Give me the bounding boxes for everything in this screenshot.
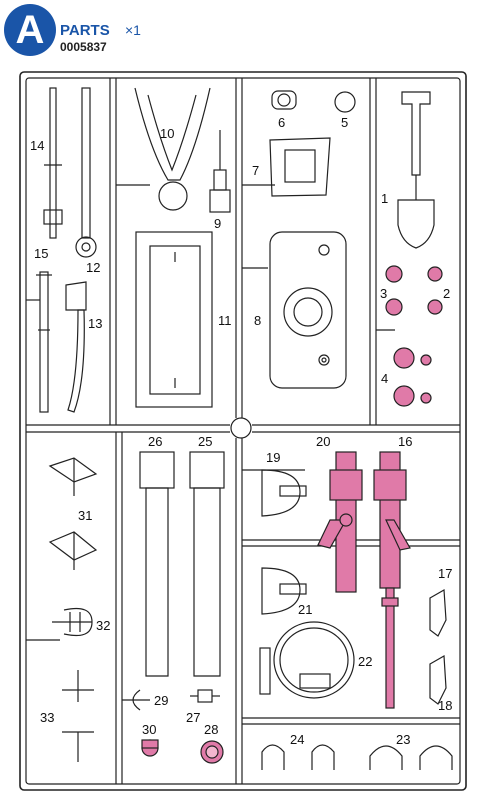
part-27-valve [190,689,220,703]
part-3-discs [385,265,403,316]
label-2: 2 [443,286,450,301]
part-20-gun-body [317,451,363,593]
parts-header: A PARTS ×1 0005837 [0,0,486,60]
label-29: 29 [154,693,168,708]
label-11: 11 [218,313,232,328]
sprue-frame [19,71,467,791]
part-24-uclips [261,744,335,770]
label-9: 9 [214,216,221,231]
label-8: 8 [254,313,261,328]
part-14-rod [43,87,63,239]
part-10-slingshot [134,87,211,211]
part-4-balls [393,347,432,407]
label-1: 1 [381,191,388,206]
label-27: 27 [186,710,200,725]
part-5-disc [334,91,356,113]
part-28-cap [200,740,224,764]
label-15: 15 [34,246,48,261]
part-18-plate [429,655,447,705]
label-22: 22 [358,654,372,669]
label-17: 17 [438,566,452,581]
label-3: 3 [380,286,387,301]
part-code: 0005837 [60,40,107,54]
part-labels: 1 2 3 4 5 6 7 8 9 10 11 12 13 14 15 16 1… [30,115,452,747]
part-26-tube [139,451,175,677]
label-31: 31 [78,508,92,523]
sprue-letter-badge: A [4,4,56,56]
label-24: 24 [290,732,304,747]
part-9-tool [209,130,231,213]
part-2-knobs [427,266,443,315]
part-29-hook [132,689,141,711]
part-23-uclips [369,745,453,770]
part-6-cap [271,90,297,110]
label-19: 19 [266,450,280,465]
part-11-frame [135,231,213,408]
label-21: 21 [298,602,312,617]
label-30: 30 [142,722,156,737]
label-12: 12 [86,260,100,275]
label-20: 20 [316,434,330,449]
part-15-bar [36,271,52,413]
label-25: 25 [198,434,212,449]
label-23: 23 [396,732,410,747]
part-1-shovel [397,91,435,249]
label-4: 4 [381,371,388,386]
part-22-cover [259,621,355,699]
label-16: 16 [398,434,412,449]
label-10: 10 [160,126,174,141]
part-32-fork [52,607,93,637]
parts-title: PARTS [60,22,110,39]
part-21-halfdisc [261,567,307,615]
label-28: 28 [204,722,218,737]
part-33-tee [62,670,94,762]
label-14: 14 [30,138,44,153]
part-30-knob [141,739,159,757]
label-5: 5 [341,115,348,130]
part-8-plate [269,231,347,389]
part-31-clips [48,457,98,570]
part-25-tube [189,451,225,677]
label-18: 18 [438,698,452,713]
parts-quantity: ×1 [125,22,141,38]
label-33: 33 [40,710,54,725]
part-17-plate [429,589,447,637]
part-16-gun-barrel [373,451,411,709]
label-32: 32 [96,618,110,633]
label-13: 13 [88,316,102,331]
part-7-bracket [269,137,331,197]
label-26: 26 [148,434,162,449]
part-19-halfdisc [261,469,307,517]
part-13-axe [65,281,87,413]
label-6: 6 [278,115,285,130]
label-7: 7 [252,163,259,178]
sprue-diagram: 1 2 3 4 5 6 7 8 9 10 11 12 13 14 15 16 1… [19,71,467,791]
part-12-wrench [75,87,97,258]
